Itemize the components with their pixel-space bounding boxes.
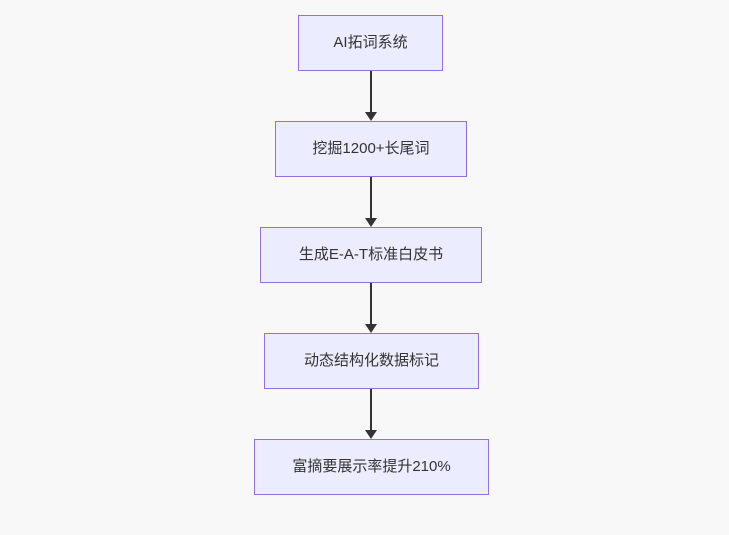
node-label: 挖掘1200+长尾词 xyxy=(312,140,430,157)
arrow-line xyxy=(369,283,372,324)
node-label: 富摘要展示率提升210% xyxy=(292,458,451,475)
node-label: AI拓词系统 xyxy=(333,34,408,51)
flowchart-node-step-3: 生成E-A-T标准白皮书 xyxy=(260,227,482,283)
arrowhead-down-icon xyxy=(364,430,377,439)
arrowhead-down-icon xyxy=(364,324,377,333)
flow-arrow-4 xyxy=(364,389,377,439)
node-label: 生成E-A-T标准白皮书 xyxy=(298,246,444,263)
arrowhead-down-icon xyxy=(364,112,377,121)
arrowhead-down-icon xyxy=(364,218,377,227)
flowchart-node-step-1: AI拓词系统 xyxy=(298,15,443,71)
arrow-line xyxy=(369,389,372,430)
flow-arrow-3 xyxy=(364,283,377,333)
flowchart-node-step-4: 动态结构化数据标记 xyxy=(264,333,479,389)
flow-arrow-1 xyxy=(364,71,377,121)
flow-arrow-2 xyxy=(364,177,377,227)
flowchart-node-step-2: 挖掘1200+长尾词 xyxy=(275,121,467,177)
node-label: 动态结构化数据标记 xyxy=(303,352,439,369)
flowchart-node-step-5: 富摘要展示率提升210% xyxy=(254,439,489,495)
arrow-line xyxy=(369,71,372,112)
arrow-line xyxy=(369,177,372,218)
